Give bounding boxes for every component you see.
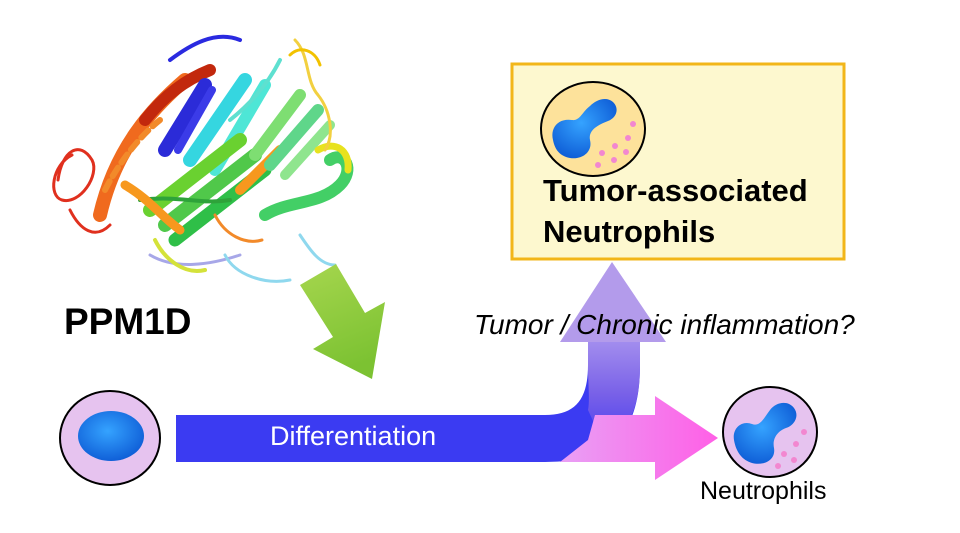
condition-question-label: Tumor / Chronic inflammation? [474, 309, 855, 340]
neutrophils-label: Neutrophils [700, 477, 827, 505]
ppm1d-label: PPM1D [64, 301, 192, 342]
neutrophil-icon [722, 386, 818, 478]
tumor-associated-label: Tumor-associated [543, 173, 808, 208]
green-down-arrow [300, 264, 385, 379]
differentiation-label: Differentiation [270, 421, 437, 451]
tumor-associated-neutrophil-icon [540, 81, 646, 177]
pink-branch-arrow [560, 396, 718, 480]
precursor-cell-icon [59, 390, 161, 486]
differentiation-arrow [176, 342, 640, 462]
ppm1d-ribbon-structure-icon [52, 34, 354, 283]
upward-arrow-head [560, 262, 666, 342]
tumor-neutrophils-label: Neutrophils [543, 214, 716, 249]
